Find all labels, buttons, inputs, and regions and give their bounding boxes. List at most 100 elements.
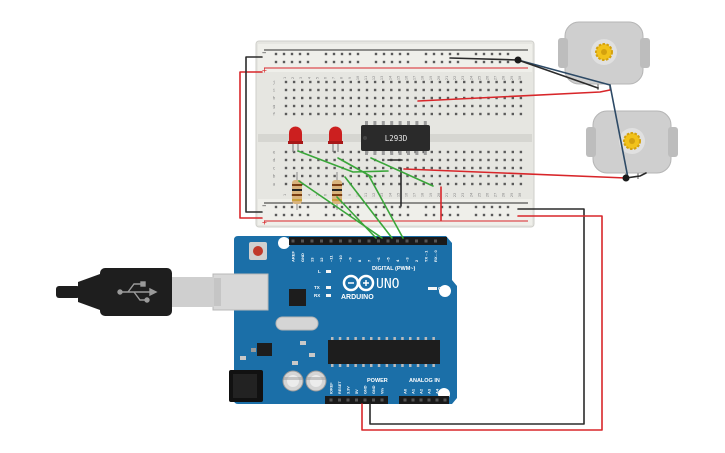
- rail-hole[interactable]: [490, 213, 494, 217]
- breadboard-hole[interactable]: [357, 182, 361, 186]
- rail-hole[interactable]: [490, 52, 494, 56]
- breadboard-hole[interactable]: [382, 96, 385, 100]
- power-pin[interactable]: [338, 398, 341, 402]
- breadboard-hole[interactable]: [333, 88, 336, 92]
- rail-hole[interactable]: [398, 205, 402, 209]
- breadboard-hole[interactable]: [430, 112, 433, 116]
- breadboard-hole[interactable]: [309, 182, 312, 186]
- rail-hole[interactable]: [306, 52, 310, 56]
- breadboard-hole[interactable]: [284, 112, 288, 116]
- breadboard-hole[interactable]: [438, 104, 442, 108]
- breadboard-hole[interactable]: [479, 88, 482, 92]
- breadboard-hole[interactable]: [292, 150, 296, 154]
- analog-pin[interactable]: [411, 398, 415, 402]
- wire-black-left-loop[interactable]: [245, 56, 263, 213]
- breadboard-hole[interactable]: [454, 150, 458, 154]
- breadboard-hole[interactable]: [503, 112, 506, 116]
- power-header[interactable]: [325, 396, 388, 404]
- breadboard-hole[interactable]: [309, 80, 312, 84]
- resistor-2[interactable]: [332, 172, 342, 210]
- rail-hole[interactable]: [432, 205, 436, 209]
- breadboard-hole[interactable]: [333, 112, 336, 116]
- breadboard-hole[interactable]: [446, 96, 450, 100]
- breadboard-hole[interactable]: [357, 88, 361, 92]
- breadboard-hole[interactable]: [317, 96, 320, 100]
- rail-hole[interactable]: [382, 213, 386, 217]
- breadboard-hole[interactable]: [511, 104, 514, 108]
- breadboard-hole[interactable]: [382, 112, 385, 116]
- breadboard-hole[interactable]: [430, 174, 433, 178]
- breadboard-hole[interactable]: [463, 88, 466, 92]
- breadboard-hole[interactable]: [365, 166, 369, 170]
- breadboard-hole[interactable]: [511, 182, 514, 186]
- breadboard-hole[interactable]: [511, 112, 514, 116]
- breadboard-hole[interactable]: [382, 166, 385, 170]
- breadboard-hole[interactable]: [463, 182, 466, 186]
- breadboard-hole[interactable]: [519, 112, 523, 116]
- wire-green-5[interactable]: [344, 176, 393, 239]
- breadboard-hole[interactable]: [373, 104, 377, 108]
- rail-hole[interactable]: [390, 213, 394, 217]
- breadboard-hole[interactable]: [301, 158, 304, 162]
- digital-pin[interactable]: [424, 239, 428, 243]
- rail-hole[interactable]: [298, 60, 302, 64]
- breadboard-hole[interactable]: [422, 80, 425, 84]
- breadboard-hole[interactable]: [519, 182, 523, 186]
- breadboard-hole[interactable]: [373, 96, 377, 100]
- breadboard-hole[interactable]: [519, 150, 523, 154]
- breadboard-hole[interactable]: [309, 88, 312, 92]
- breadboard-hole[interactable]: [309, 112, 312, 116]
- breadboard-hole[interactable]: [317, 88, 320, 92]
- breadboard-hole[interactable]: [317, 166, 320, 170]
- breadboard-hole[interactable]: [284, 158, 288, 162]
- breadboard-hole[interactable]: [365, 182, 369, 186]
- breadboard-hole[interactable]: [471, 104, 474, 108]
- breadboard-hole[interactable]: [463, 150, 466, 154]
- breadboard-hole[interactable]: [317, 158, 320, 162]
- breadboard-hole[interactable]: [487, 104, 490, 108]
- breadboard-hole[interactable]: [503, 104, 506, 108]
- breadboard-hole[interactable]: [438, 112, 442, 116]
- rail-hole[interactable]: [374, 60, 378, 64]
- breadboard-hole[interactable]: [454, 88, 458, 92]
- breadboard-hole[interactable]: [519, 174, 523, 178]
- breadboard-hole[interactable]: [446, 166, 450, 170]
- wire-red-motor2[interactable]: [403, 168, 627, 179]
- rail-hole[interactable]: [490, 205, 494, 209]
- breadboard-hole[interactable]: [406, 166, 409, 170]
- power-pin[interactable]: [363, 398, 367, 402]
- power-pin[interactable]: [329, 398, 333, 402]
- breadboard-hole[interactable]: [382, 174, 385, 178]
- rail-hole[interactable]: [382, 52, 386, 56]
- breadboard-hole[interactable]: [414, 112, 417, 116]
- breadboard-hole[interactable]: [503, 96, 506, 100]
- breadboard-hole[interactable]: [309, 104, 312, 108]
- analog-pin[interactable]: [419, 398, 423, 402]
- analog-pin[interactable]: [435, 398, 439, 402]
- power-pin[interactable]: [355, 398, 358, 402]
- rail-hole[interactable]: [506, 213, 510, 217]
- breadboard-hole[interactable]: [365, 158, 369, 162]
- breadboard-hole[interactable]: [325, 150, 328, 154]
- breadboard-hole[interactable]: [406, 112, 409, 116]
- breadboard-hole[interactable]: [463, 174, 466, 178]
- breadboard-hole[interactable]: [349, 158, 352, 162]
- breadboard-hole[interactable]: [479, 166, 482, 170]
- rail-hole[interactable]: [332, 52, 336, 56]
- rail-hole[interactable]: [348, 52, 352, 56]
- rail-hole[interactable]: [282, 213, 286, 217]
- breadboard-hole[interactable]: [463, 112, 466, 116]
- breadboard-hole[interactable]: [325, 166, 328, 170]
- rail-hole[interactable]: [498, 213, 502, 217]
- breadboard-hole[interactable]: [495, 96, 498, 100]
- breadboard-hole[interactable]: [471, 158, 474, 162]
- breadboard-hole[interactable]: [301, 174, 304, 178]
- rail-hole[interactable]: [432, 213, 436, 217]
- breadboard-hole[interactable]: [301, 80, 304, 84]
- breadboard-hole[interactable]: [487, 80, 490, 84]
- breadboard-hole[interactable]: [422, 182, 425, 186]
- breadboard-hole[interactable]: [422, 150, 425, 154]
- rail-hole[interactable]: [498, 60, 502, 64]
- breadboard-hole[interactable]: [511, 80, 514, 84]
- breadboard-hole[interactable]: [292, 88, 296, 92]
